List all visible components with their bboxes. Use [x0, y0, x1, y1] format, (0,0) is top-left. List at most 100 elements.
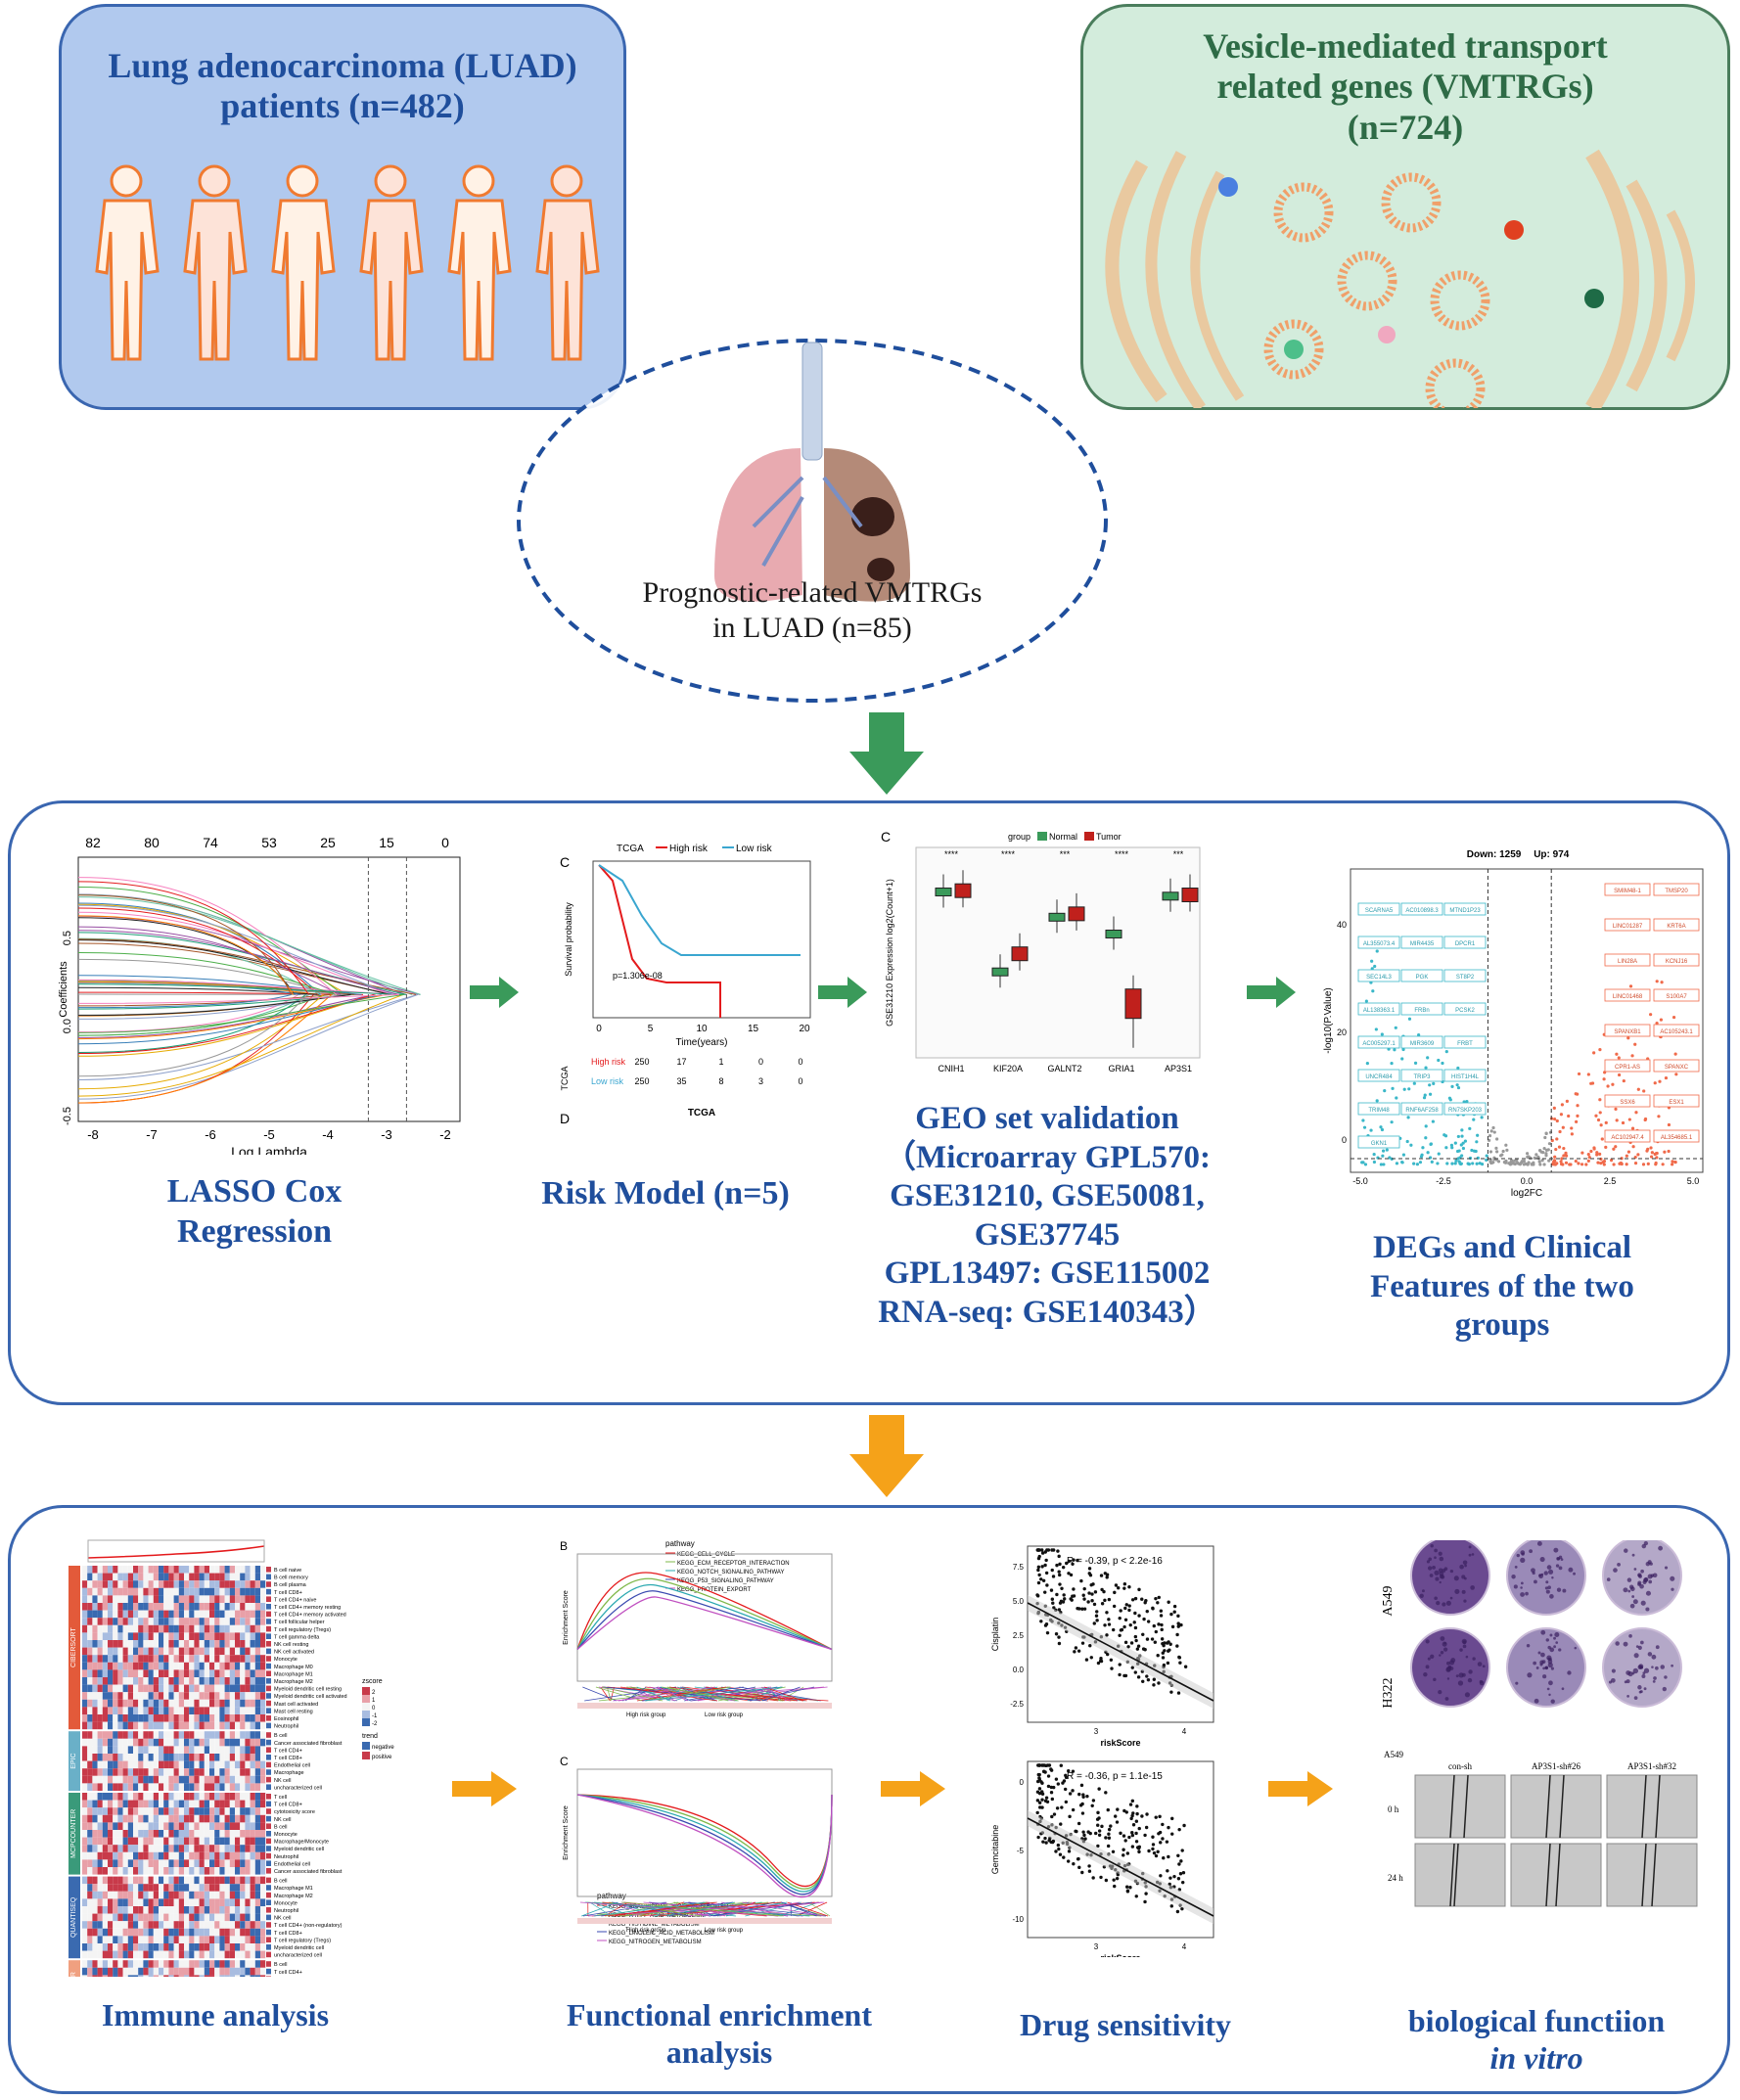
immune-heat-cell	[148, 1580, 154, 1588]
bio-colony-dot	[1568, 1567, 1574, 1573]
immune-heat-cell	[148, 1746, 154, 1754]
drug-point	[1067, 1572, 1071, 1575]
immune-heat-cell	[117, 1655, 123, 1663]
immune-heat-cell	[229, 1975, 235, 1977]
immune-heat-cell	[153, 1800, 159, 1808]
immune-heat-cell	[159, 1655, 164, 1663]
immune-heat-cell	[219, 1684, 225, 1693]
immune-heat-cell	[178, 1837, 184, 1846]
immune-heat-cell	[168, 1867, 174, 1875]
immune-heat-cell	[229, 1655, 235, 1663]
drug-point	[1127, 1608, 1131, 1613]
immune-heat-cell	[260, 1707, 266, 1714]
immune-heat-cell	[117, 1807, 123, 1815]
drug-x-tick: 4	[1182, 1942, 1187, 1951]
immune-heat-cell	[209, 1662, 215, 1670]
immune-heat-cell	[209, 1647, 215, 1656]
immune-heat-cell	[254, 1913, 260, 1922]
bio-colony-dot	[1632, 1667, 1639, 1674]
immune-heat-cell	[143, 1707, 149, 1714]
drug-point	[1169, 1612, 1173, 1617]
drug-x-tick: 3	[1094, 1942, 1099, 1951]
volcano-point	[1586, 1073, 1590, 1076]
risk-model-caption: Risk Model (n=5)	[541, 1175, 790, 1211]
immune-heat-cell	[117, 1669, 123, 1677]
drug-point	[1156, 1654, 1160, 1658]
immune-heat-cell	[153, 1960, 159, 1968]
volcano-up-label: CPR1-AS	[1615, 1065, 1640, 1071]
lasso-coef-line	[77, 907, 319, 995]
bio-colony-dot	[1664, 1675, 1668, 1679]
immune-heat-cell	[214, 1760, 220, 1769]
immune-heat-cell	[214, 1746, 220, 1754]
immune-heat-cell	[219, 1692, 225, 1700]
immune-heat-cell	[138, 1814, 144, 1823]
immune-heat-cell	[224, 1975, 230, 1977]
immune-heat-cell	[219, 1867, 225, 1875]
immune-heat-cell	[178, 1655, 184, 1663]
immune-heat-cell	[235, 1640, 241, 1648]
immune-heat-cell	[148, 1662, 154, 1670]
immune-heat-cell	[102, 1891, 108, 1899]
volcano-point	[1505, 1148, 1509, 1152]
immune-heat-cell	[87, 1738, 93, 1747]
bio-colony-dot	[1464, 1692, 1471, 1698]
immune-heat-cell	[245, 1837, 251, 1846]
geo-normal-box	[935, 888, 952, 896]
immune-heat-cell	[184, 1851, 190, 1860]
volcano-point	[1543, 1135, 1547, 1140]
drug-point	[1162, 1856, 1166, 1860]
immune-heat-cell	[159, 1684, 164, 1693]
immune-heat-cell	[184, 1573, 190, 1581]
immune-heat-cell	[254, 1822, 260, 1830]
immune-heat-cell	[133, 1647, 139, 1656]
drug-point	[1144, 1892, 1148, 1895]
immune-heat-cell	[184, 1746, 190, 1754]
volcano-point	[1667, 1122, 1671, 1127]
drug-point	[1079, 1578, 1083, 1583]
immune-heat-cell	[122, 1884, 128, 1892]
immune-heat-cell	[194, 1624, 200, 1633]
geo-caption-line: GPL13497: GSE115002	[884, 1255, 1211, 1292]
volcano-point	[1472, 1118, 1476, 1121]
drug-point	[1074, 1829, 1077, 1834]
immune-heat-cell	[148, 1837, 154, 1846]
volcano-point	[1379, 1125, 1383, 1129]
bio-colony-dot	[1558, 1648, 1562, 1652]
immune-heat-cell	[254, 1936, 260, 1943]
immune-heat-cell	[97, 1721, 103, 1730]
immune-heat-cell	[178, 1754, 184, 1761]
immune-heat-cell	[189, 1618, 195, 1625]
immune-heat-cell	[204, 1898, 209, 1906]
immune-heat-cell	[127, 1845, 133, 1852]
immune-heat-cell	[254, 1921, 260, 1929]
bio-colony-dot	[1445, 1661, 1450, 1666]
immune-heat-cell	[219, 1699, 225, 1708]
bio-colony-dot	[1608, 1680, 1613, 1684]
immune-heat-cell	[178, 1632, 184, 1640]
immune-heat-cell	[117, 1731, 123, 1739]
immune-heat-cell	[102, 1580, 108, 1588]
drug-stat: R = -0.36, p = 1.1e-15	[1067, 1771, 1163, 1782]
immune-heat-cell	[87, 1587, 93, 1596]
drug-point	[1054, 1632, 1059, 1636]
drug-point	[1137, 1849, 1141, 1854]
drug-stat: R = -0.39, p < 2.2e-16	[1067, 1556, 1163, 1567]
immune-heat-cell	[194, 1707, 200, 1714]
immune-heat-cell	[224, 1793, 230, 1801]
gsea-xlabel-left: High risk group	[626, 1928, 666, 1934]
immune-heat-cell	[87, 1884, 93, 1892]
immune-heat-cell	[240, 1587, 246, 1596]
volcano-point	[1655, 1156, 1659, 1160]
gsea-caption-1: Functional enrichment	[567, 1997, 872, 2032]
immune-heat-cell	[168, 1692, 174, 1700]
immune-legend-pos-swatch	[362, 1752, 370, 1759]
immune-heat-cell	[133, 1867, 139, 1875]
immune-heat-cell	[153, 1928, 159, 1937]
volcano-point	[1667, 1149, 1671, 1154]
immune-heat-cell	[199, 1867, 205, 1875]
immune-heat-cell	[102, 1721, 108, 1730]
gsea-hit-tick	[688, 1901, 826, 1917]
volcano-point	[1598, 1111, 1602, 1115]
immune-heat-cell	[209, 1775, 215, 1784]
